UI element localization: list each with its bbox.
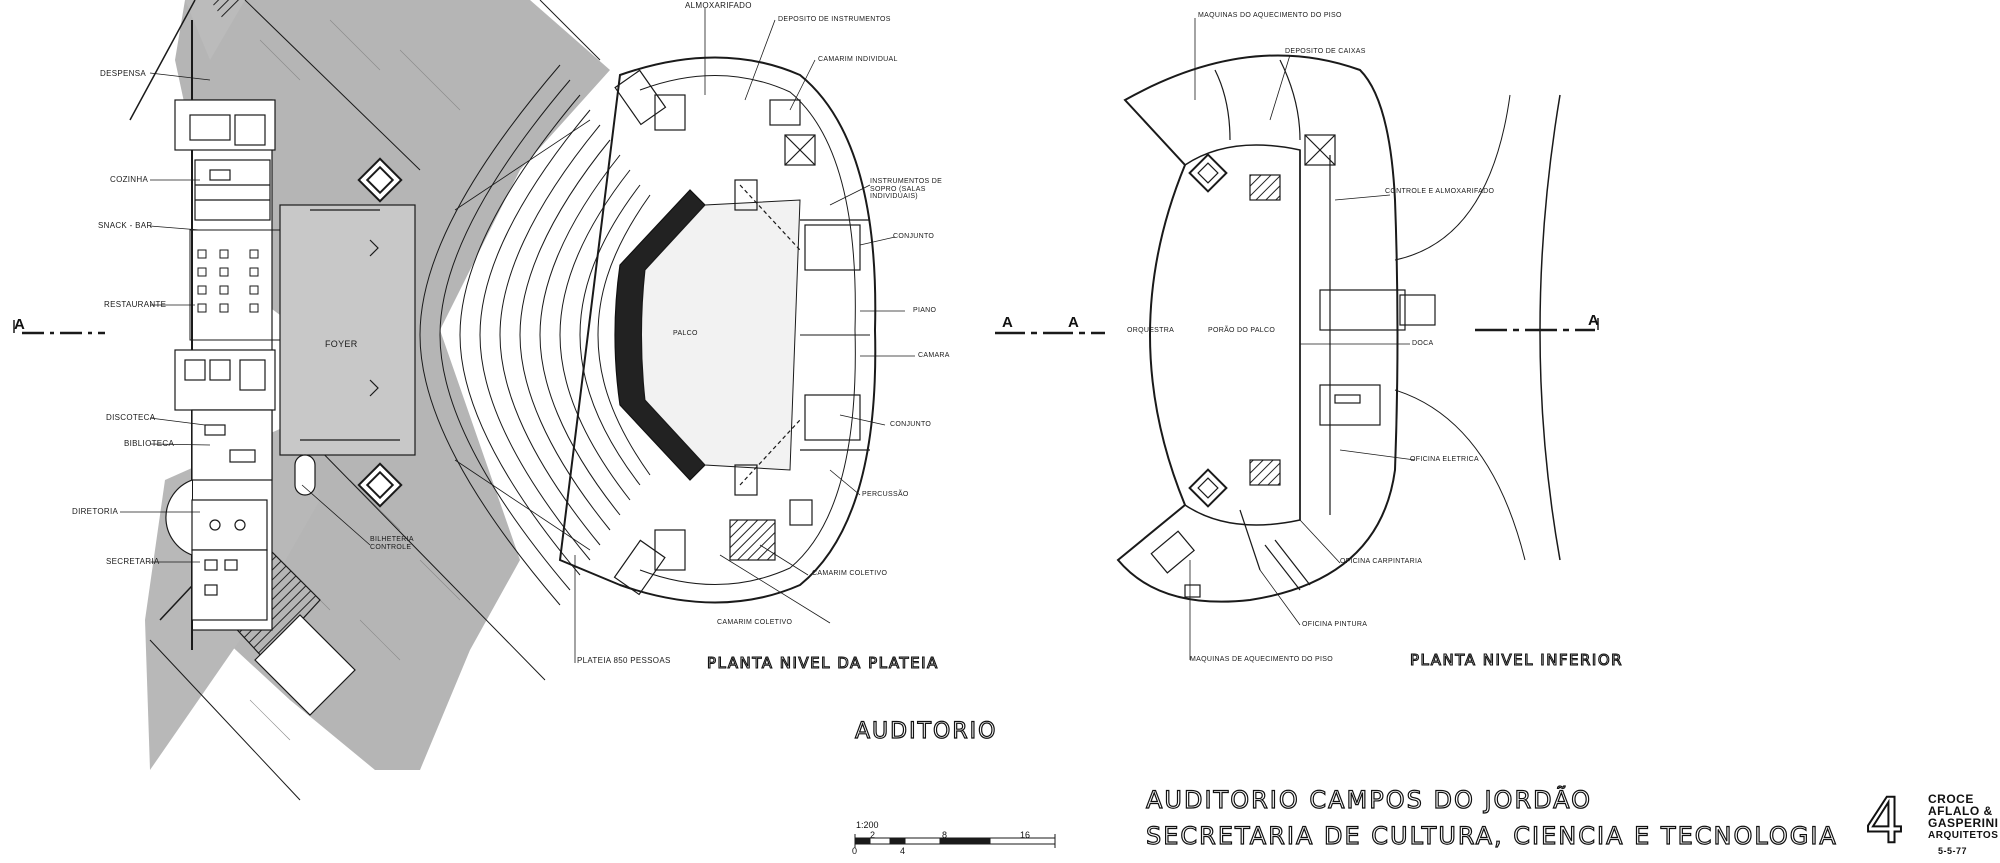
label-percussao: PERCUSSÃO bbox=[862, 491, 909, 498]
scale-bar bbox=[854, 834, 1056, 848]
auditorium-label: AUDITORIO bbox=[854, 718, 998, 744]
label-snack-bar: SNACK - BAR bbox=[98, 221, 153, 230]
section-mark-left-plan-right-a: A bbox=[1002, 314, 1013, 331]
label-maquinas-top: MAQUINAS DO AQUECIMENTO DO PISO bbox=[1198, 12, 1342, 19]
label-orquestra: ORQUESTRA bbox=[1127, 327, 1175, 334]
scale-ratio: 1:200 bbox=[856, 820, 879, 830]
label-camarim-individual: CAMARIM INDIVIDUAL bbox=[818, 56, 898, 63]
drawing-date: 5-5-77 bbox=[1938, 846, 1968, 856]
label-camarim-coletivo-1: CAMARIM COLETIVO bbox=[812, 570, 888, 577]
label-oficina-eletrica: OFICINA ELETRICA bbox=[1410, 456, 1479, 463]
label-despensa: DESPENSA bbox=[100, 69, 146, 78]
section-mark-right-plan-left-a: A bbox=[1068, 314, 1079, 331]
label-conjunto-2: CONJUNTO bbox=[890, 421, 932, 428]
label-controle: CONTROLE E ALMOXARIFADO bbox=[1385, 188, 1495, 195]
label-conjunto-1: CONJUNTO bbox=[893, 233, 935, 240]
label-oficina-carpintaria: OFICINA CARPINTARIA bbox=[1340, 558, 1423, 565]
label-restaurante: RESTAURANTE bbox=[104, 300, 167, 309]
label-cozinha: COZINHA bbox=[110, 175, 149, 184]
leader-lines bbox=[120, 8, 915, 663]
plan-inferior bbox=[1116, 18, 1599, 660]
label-deposito-caixas: DEPOSITO DE CAIXAS bbox=[1285, 48, 1366, 55]
label-porao: PORÃO DO PALCO bbox=[1208, 327, 1276, 334]
sheet-number: 4 bbox=[1864, 784, 1905, 857]
plan-plateia bbox=[13, 0, 1105, 801]
project-title: AUDITORIO CAMPOS DO JORDÃO bbox=[1145, 785, 1593, 814]
label-piano: PIANO bbox=[913, 307, 937, 314]
plan-inferior-title: PLANTA NIVEL INFERIOR bbox=[1409, 650, 1624, 669]
label-camarim-coletivo-2: CAMARIM COLETIVO bbox=[717, 619, 793, 626]
label-instrumentos-sopro: INSTRUMENTOS DE SOPRO (SALAS INDIVIDUAIS… bbox=[870, 178, 943, 201]
firm-line-2: AFLALO & bbox=[1928, 804, 1993, 818]
label-maquinas-bottom: MAQUINAS DE AQUECIMENTO DO PISO bbox=[1190, 656, 1333, 663]
label-foyer: FOYER bbox=[325, 339, 358, 349]
client-title: SECRETARIA DE CULTURA, CIENCIA E TECNOLO… bbox=[1145, 821, 1838, 850]
plan-plateia-title: PLANTA NIVEL DA PLATEIA bbox=[706, 653, 939, 672]
label-almoxarifado: ALMOXARIFADO bbox=[685, 1, 752, 10]
firm-role: ARQUITETOS bbox=[1928, 830, 1999, 841]
seating-rows bbox=[419, 64, 651, 606]
scale-tick-4: 4 bbox=[900, 846, 906, 856]
label-palco: PALCO bbox=[673, 330, 698, 337]
label-oficina-pintura: OFICINA PINTURA bbox=[1302, 621, 1368, 628]
label-bilheteria: BILHETERIA CONTROLE bbox=[370, 536, 414, 551]
label-secretaria: SECRETARIA bbox=[106, 557, 160, 566]
inferior-shell bbox=[1116, 54, 1399, 603]
scale-tick-8: 8 bbox=[942, 830, 948, 840]
foyer bbox=[279, 204, 416, 456]
scale-tick-0: 0 bbox=[852, 846, 858, 856]
label-biblioteca: BIBLIOTECA bbox=[124, 439, 175, 448]
section-mark-left-a: A bbox=[14, 316, 25, 333]
firm-line-3: GASPERINI bbox=[1928, 816, 1999, 830]
truck bbox=[1319, 289, 1406, 331]
scale-tick-16: 16 bbox=[1020, 830, 1031, 840]
scale-tick-2: 2 bbox=[870, 830, 876, 840]
firm-line-1: CROCE bbox=[1928, 792, 1974, 806]
label-discoteca: DISCOTECA bbox=[106, 413, 156, 422]
label-plateia: PLATEIA 850 PESSOAS bbox=[577, 656, 671, 665]
label-diretoria: DIRETORIA bbox=[72, 507, 119, 516]
stage-floor bbox=[641, 199, 801, 471]
label-deposito-instrumentos: DEPOSITO DE INSTRUMENTOS bbox=[778, 16, 891, 23]
label-doca: DOCA bbox=[1412, 340, 1434, 347]
section-mark-right-a: A bbox=[1588, 312, 1599, 329]
label-camara: CAMARA bbox=[918, 352, 950, 359]
